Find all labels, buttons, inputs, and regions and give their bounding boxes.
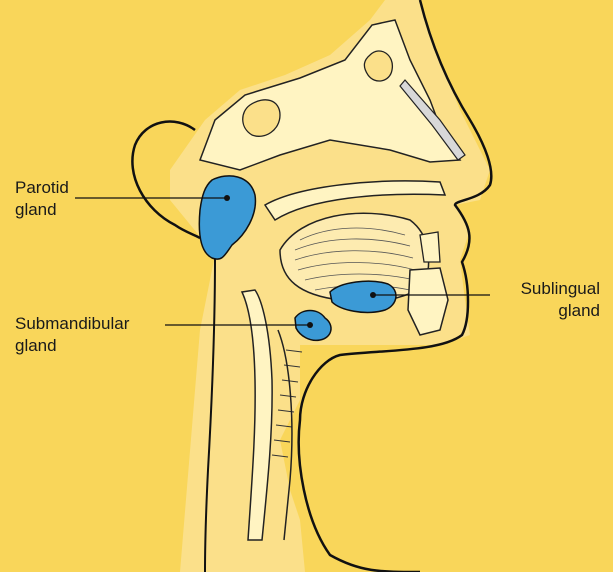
sublingual-label-line1: Sublingual [500, 278, 600, 300]
sublingual-leader-dot [370, 292, 376, 298]
submandibular-gland-label: Submandibular gland [15, 313, 129, 357]
parotid-label-line1: Parotid [15, 177, 69, 199]
upper-teeth [420, 232, 440, 262]
submandibular-leader-dot [307, 322, 313, 328]
submandibular-label-line2: gland [15, 335, 129, 357]
sublingual-label-line2: gland [500, 300, 600, 322]
submandibular-label-line1: Submandibular [15, 313, 129, 335]
sinus [364, 51, 392, 81]
sublingual-gland-label: Sublingual gland [500, 278, 600, 322]
parotid-gland-label: Parotid gland [15, 177, 69, 221]
parotid-leader-dot [224, 195, 230, 201]
sublingual-gland [330, 281, 396, 312]
parotid-label-line2: gland [15, 199, 69, 221]
